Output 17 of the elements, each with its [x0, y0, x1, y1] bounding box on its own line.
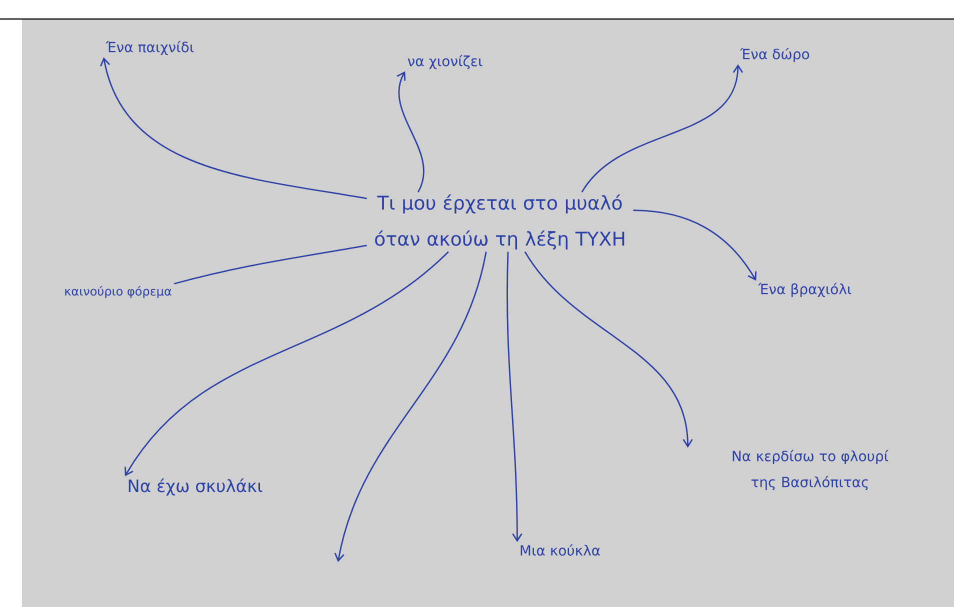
handwritten-text: Ένα παιχνίδι	[106, 40, 194, 56]
arrow	[581, 64, 744, 193]
handwritten-text: Τι μου έρχεται στο μυαλό όταν ακούω τη λέξη ΤΥΧΗ	[375, 194, 624, 250]
arrow	[100, 57, 367, 200]
arrow	[396, 71, 424, 192]
handwritten-text: Ένα δώρο	[740, 48, 810, 62]
arrow	[124, 251, 449, 476]
handwritten-text: Να έχω σκυλάκι	[128, 478, 262, 496]
handwritten-text: Να κερδίσω το φλουρί της Βασιλόπιτας	[732, 450, 888, 490]
arrow	[506, 252, 522, 542]
handwritten-text: Ένα βραχιόλι	[758, 282, 852, 298]
handwritten-text: καινούριο φόρεμα	[65, 286, 172, 298]
handwritten-text: Μια κούκλα	[520, 544, 600, 556]
handwritten-text: να χιονίζει	[408, 54, 482, 70]
arrow	[334, 252, 487, 562]
arrow	[524, 251, 693, 448]
arrow	[633, 210, 757, 281]
